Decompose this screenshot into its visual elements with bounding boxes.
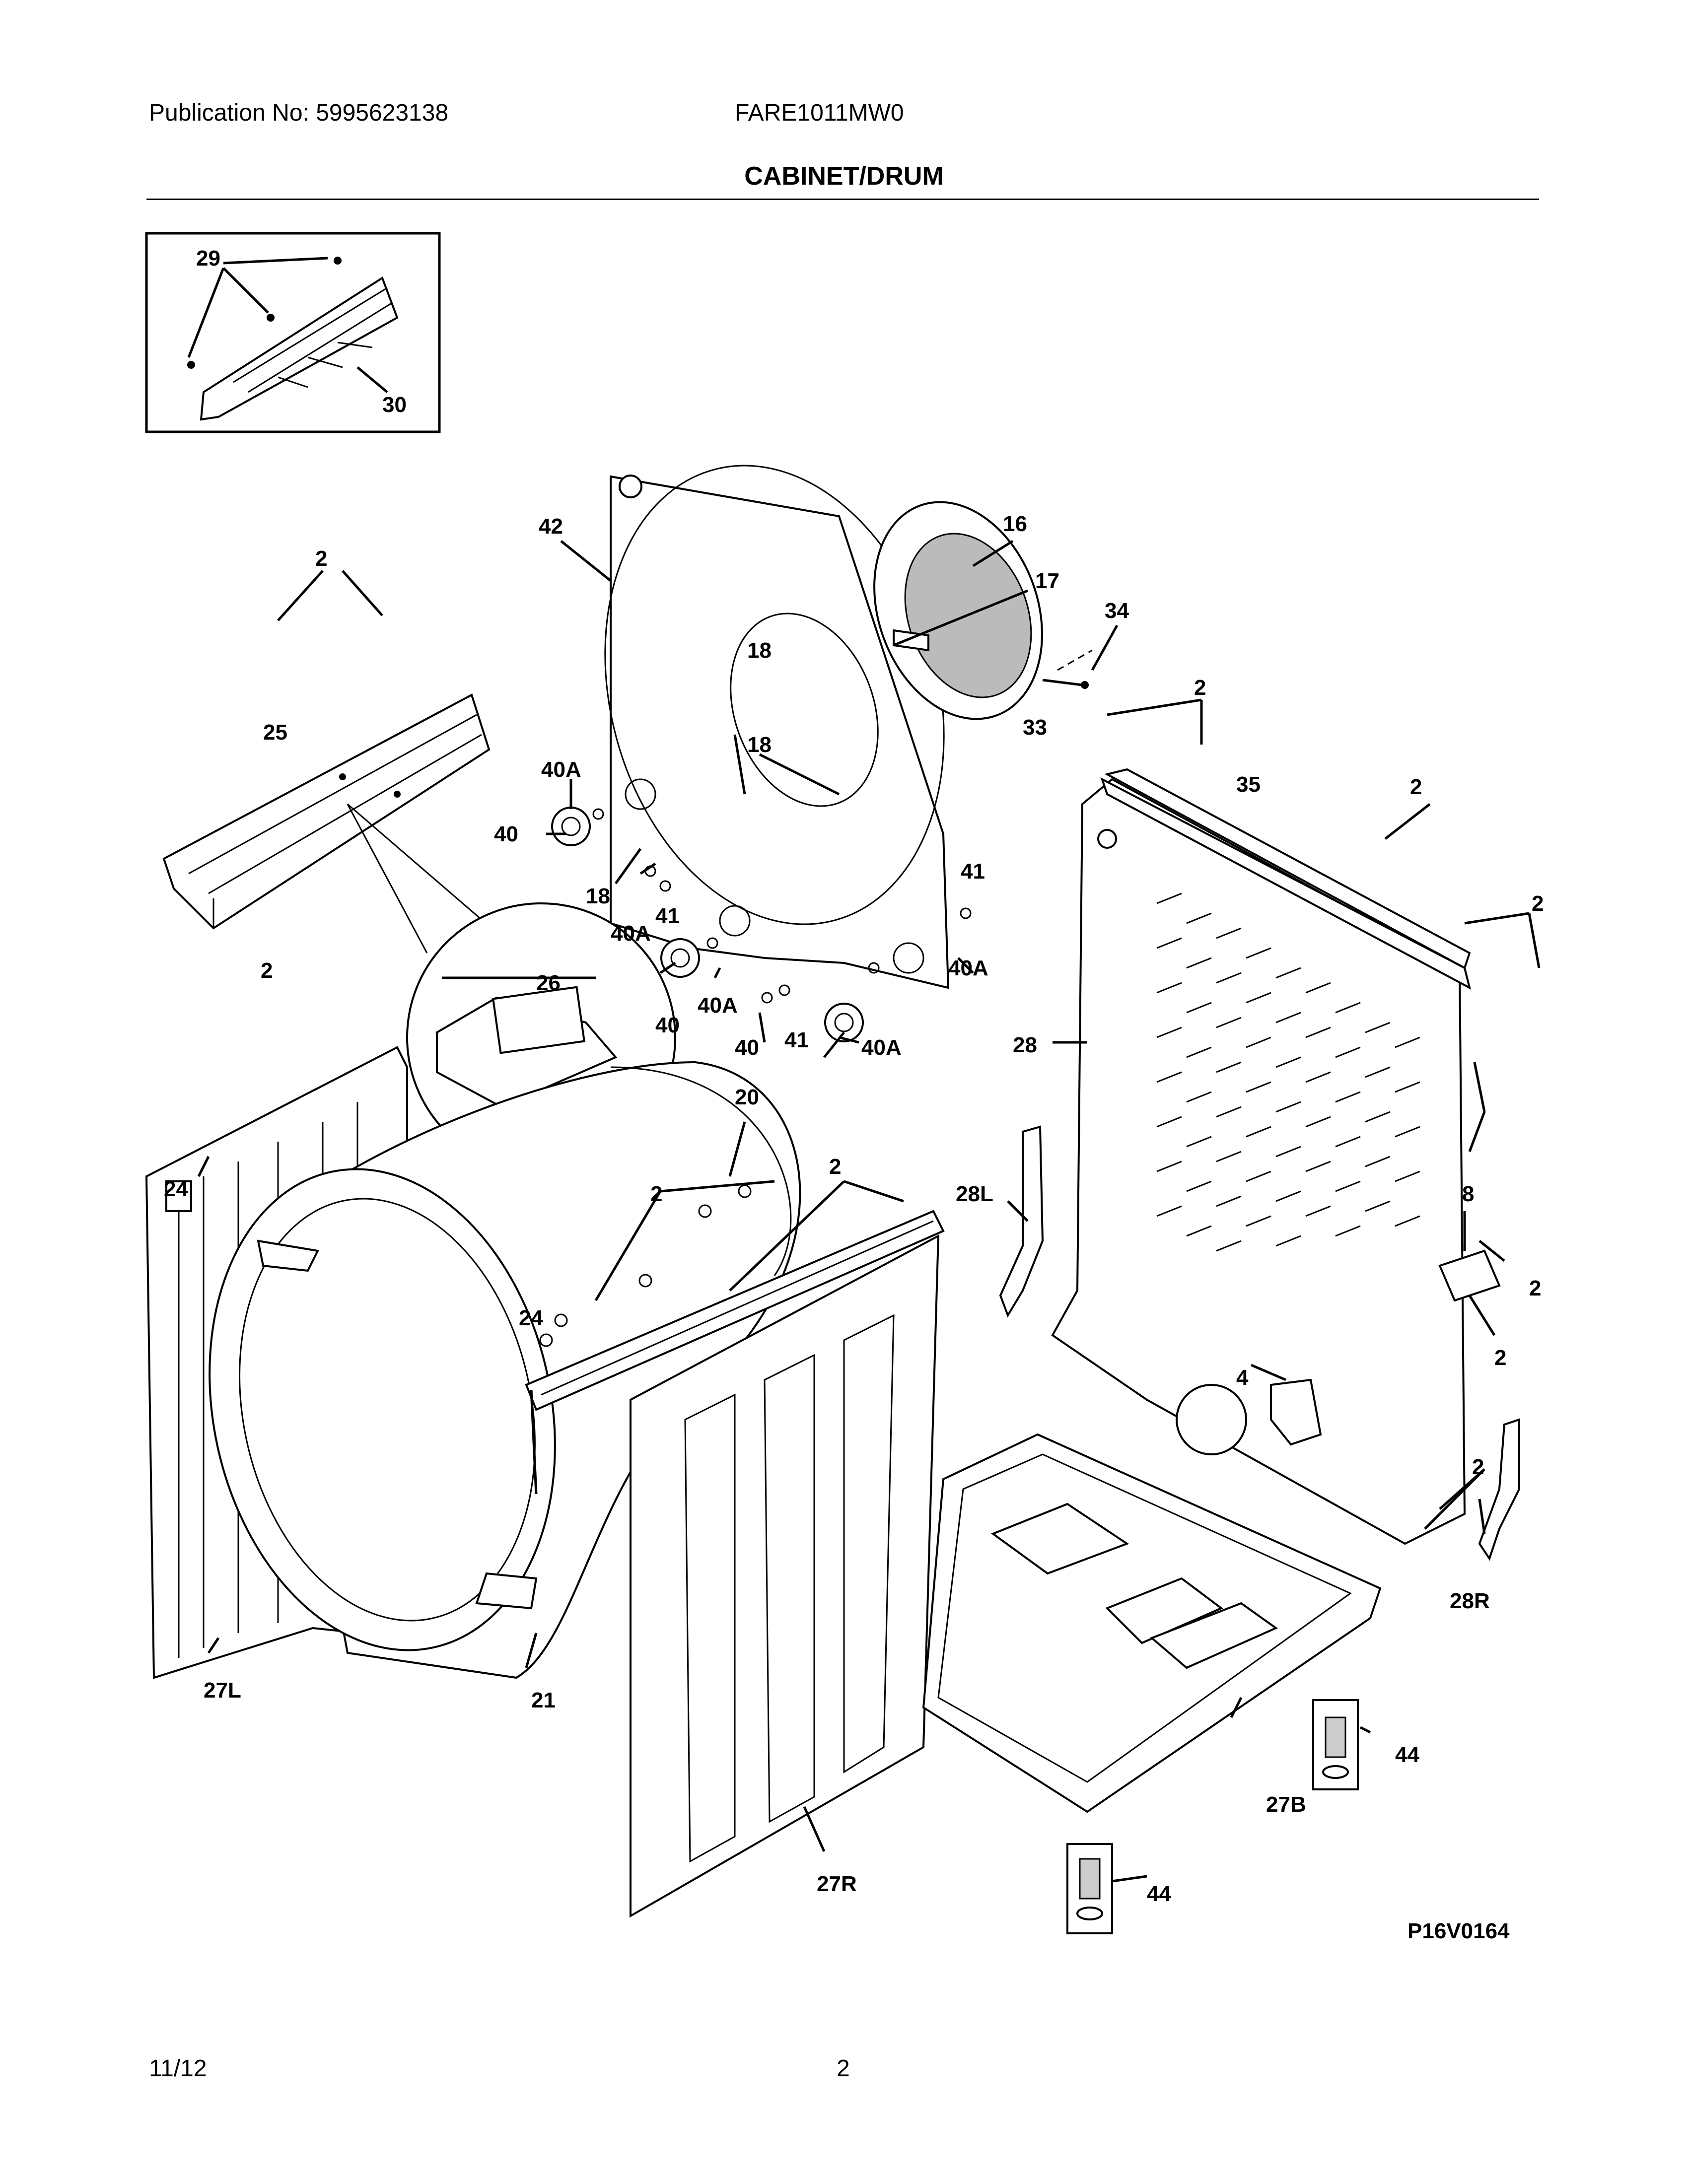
callout: 24 bbox=[519, 1306, 543, 1330]
callout: 40A bbox=[948, 956, 988, 980]
publication-number: Publication No: 5995623138 bbox=[149, 100, 449, 126]
callout: 41 bbox=[784, 1028, 809, 1052]
callout: 2 bbox=[261, 958, 273, 983]
callout: 21 bbox=[531, 1688, 556, 1712]
callout: 33 bbox=[1023, 715, 1047, 740]
page-number: 2 bbox=[837, 2055, 850, 2082]
callout: 8 bbox=[1462, 1182, 1474, 1206]
callout: 18 bbox=[747, 638, 772, 663]
callout: 28 bbox=[1013, 1033, 1037, 1057]
leader-lines bbox=[197, 540, 1541, 1883]
part-28r-bracket bbox=[1478, 1418, 1520, 1561]
callout: 2 bbox=[829, 1155, 841, 1179]
callout: 41 bbox=[655, 904, 680, 928]
part-44-leveling-legs bbox=[1066, 1699, 1359, 1934]
callout: 30 bbox=[382, 393, 407, 417]
callout: 28L bbox=[956, 1182, 993, 1206]
callout: 27B bbox=[1266, 1792, 1306, 1817]
callout: 27R bbox=[817, 1872, 857, 1896]
callout-labels: 29 30 42 16 17 34 2 18 18 33 2 25 40A 40… bbox=[164, 246, 1544, 1943]
callout: 40A bbox=[698, 993, 738, 1018]
callout: 18 bbox=[586, 884, 610, 908]
callout: 20 bbox=[735, 1085, 759, 1109]
callout: 2 bbox=[1194, 676, 1206, 700]
callout: 29 bbox=[196, 246, 220, 271]
part-27b-base bbox=[922, 1433, 1382, 1813]
callout: 40 bbox=[655, 1013, 680, 1037]
callout: 18 bbox=[747, 733, 772, 757]
callout: 34 bbox=[1105, 599, 1129, 623]
callout: 40 bbox=[494, 822, 518, 846]
callout: 2 bbox=[1472, 1455, 1484, 1479]
inset-detail bbox=[145, 232, 441, 433]
callout: 27L bbox=[204, 1678, 241, 1703]
callout: 4 bbox=[1236, 1365, 1249, 1390]
callout: 42 bbox=[539, 514, 563, 539]
callout: 2 bbox=[1532, 891, 1544, 916]
callout: 16 bbox=[1003, 512, 1027, 536]
callout: 2 bbox=[1410, 775, 1422, 799]
model-number: FARE1011MW0 bbox=[735, 100, 904, 126]
callout: 40A bbox=[861, 1035, 902, 1060]
part-35-top-rail bbox=[1104, 768, 1471, 969]
callout: 2 bbox=[1494, 1346, 1506, 1370]
footer-date: 11/12 bbox=[149, 2055, 207, 2082]
callout: 35 bbox=[1236, 772, 1261, 797]
callout: 40 bbox=[735, 1035, 759, 1060]
part-28-back-panel bbox=[1051, 777, 1501, 1545]
part-28l-bracket bbox=[999, 1125, 1044, 1318]
part-33-34-fastener bbox=[1042, 649, 1093, 689]
diagram-code: P16V0164 bbox=[1407, 1919, 1510, 1943]
callout: 2 bbox=[1529, 1276, 1541, 1300]
callout: 40A bbox=[611, 921, 651, 946]
part-25-rail bbox=[162, 693, 491, 930]
callout: 25 bbox=[263, 720, 287, 745]
callout: 2 bbox=[315, 546, 327, 571]
callout: 28R bbox=[1450, 1589, 1490, 1613]
callout: 26 bbox=[536, 971, 561, 995]
callout: 2 bbox=[650, 1182, 662, 1206]
callout: 24 bbox=[164, 1177, 188, 1201]
part-21-drum bbox=[209, 1061, 801, 1679]
callout: 17 bbox=[1035, 569, 1059, 593]
part-16-vent-housing bbox=[873, 501, 1043, 720]
callout: 40A bbox=[541, 757, 581, 782]
callout: 44 bbox=[1395, 1743, 1419, 1767]
page-title: CABINET/DRUM bbox=[744, 162, 944, 191]
part-27r-right-panel bbox=[630, 1234, 940, 1918]
callout: 44 bbox=[1147, 1882, 1171, 1906]
callout: 41 bbox=[961, 859, 985, 884]
header-divider bbox=[146, 199, 1539, 200]
